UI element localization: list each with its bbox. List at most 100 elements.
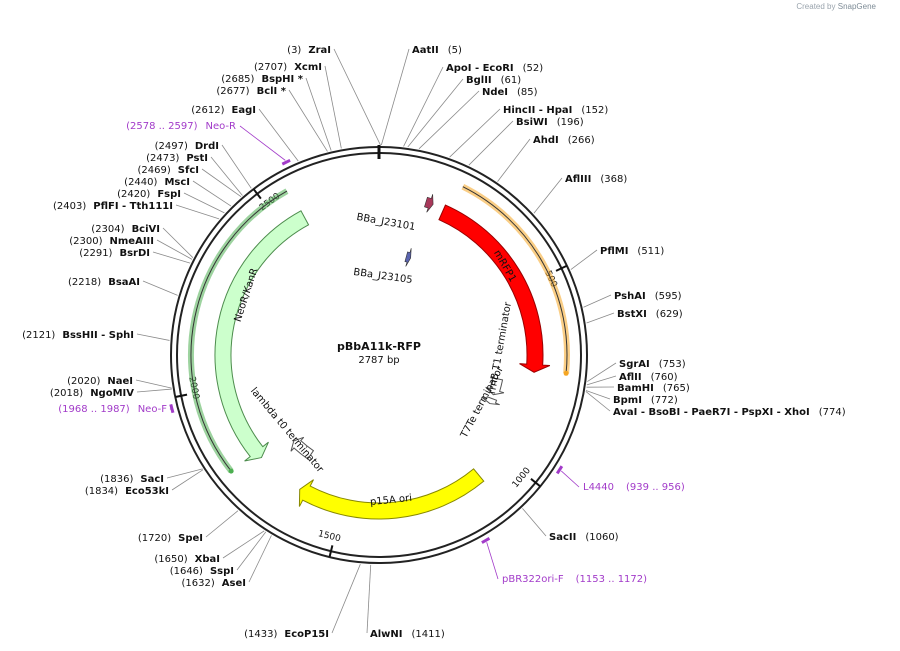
site-name: NdeI: [482, 87, 508, 98]
restriction-site[interactable]: SgrAI(753): [619, 359, 686, 370]
restriction-site[interactable]: AseI(1632): [182, 578, 246, 589]
restriction-site[interactable]: AhdI(266): [533, 135, 595, 146]
restriction-site[interactable]: BamHI(765): [617, 383, 690, 394]
site-name: AhdI: [533, 135, 559, 146]
site-position: (1433): [244, 629, 277, 640]
restriction-site[interactable]: SacII(1060): [549, 532, 619, 543]
primer-marks: Neo-R(2578 .. 2597)Neo-F(1968 .. 1987)L4…: [58, 121, 685, 585]
restriction-site[interactable]: NgoMIV(2018): [50, 388, 134, 399]
restriction-site[interactable]: XbaI(1650): [154, 554, 220, 565]
site-position: (3): [287, 45, 301, 56]
site-position: (772): [651, 395, 678, 406]
restriction-site[interactable]: BssHII - SphI(2121): [22, 330, 134, 341]
site-position: (753): [659, 359, 686, 370]
site-position: (1836): [100, 474, 133, 485]
bba-j23101-arrow[interactable]: [424, 194, 434, 213]
neo-f-primer-range: (1968 .. 1987): [58, 404, 130, 415]
restriction-site[interactable]: BsaAI(2218): [68, 277, 140, 288]
restriction-site[interactable]: PstI(2473): [146, 153, 208, 164]
site-position: (2685): [221, 74, 254, 85]
l4440-primer-range: (939 .. 956): [626, 482, 685, 493]
t7te-arrow[interactable]: [481, 396, 500, 406]
site-leader: [585, 391, 611, 412]
restriction-site[interactable]: NmeAIII(2300): [69, 236, 154, 247]
site-leader: [248, 535, 272, 583]
restriction-site[interactable]: NdeI(85): [482, 87, 538, 98]
restriction-site[interactable]: XcmI(2707): [254, 62, 322, 73]
site-leader: [497, 138, 531, 182]
site-leader: [380, 48, 410, 146]
site-name: SacI: [140, 474, 164, 485]
restriction-site[interactable]: BclI *(2677): [216, 86, 286, 97]
restriction-site[interactable]: NaeI(2020): [67, 376, 133, 387]
restriction-site[interactable]: ZraI(3): [287, 45, 331, 56]
restriction-site[interactable]: BpmI(772): [613, 395, 678, 406]
site-position: (1834): [85, 486, 118, 497]
site-name: SfcI: [178, 165, 199, 176]
restriction-site[interactable]: AatII (5): [412, 45, 462, 56]
neor-kanr-arrow[interactable]: [214, 210, 310, 462]
site-position: (196): [557, 117, 584, 128]
restriction-site[interactable]: AflIII(368): [565, 174, 627, 185]
site-leader: [403, 66, 444, 147]
restriction-site[interactable]: BciVI(2304): [91, 224, 160, 235]
mrfp1-arrow[interactable]: [438, 204, 551, 373]
orf-outer-green-orf-end: [228, 468, 234, 474]
site-name: SspI: [210, 566, 234, 577]
restriction-site[interactable]: SspI(1646): [170, 566, 234, 577]
restriction-site[interactable]: DrdI(2497): [155, 141, 219, 152]
restriction-site[interactable]: BsrDI(2291): [79, 248, 150, 259]
site-name: BsiWI: [516, 117, 548, 128]
site-leader: [210, 156, 243, 196]
restriction-site[interactable]: PshAI(595): [614, 291, 682, 302]
site-leader: [236, 531, 267, 571]
site-position: (2403): [53, 201, 86, 212]
restriction-site[interactable]: PflFI - Tth111I(2403): [53, 201, 173, 212]
restriction-site[interactable]: SpeI(1720): [138, 533, 203, 544]
restriction-site[interactable]: MscI(2440): [124, 177, 190, 188]
lambda-t0-arrow[interactable]: [290, 436, 315, 460]
bba-j23105-label: BBa_J23105: [353, 267, 414, 286]
site-leader: [171, 469, 204, 491]
orf-outer-green-orf-line: [190, 190, 288, 472]
restriction-site[interactable]: AvaI - BsoBI - PaeR7I - PspXI - XhoI(774…: [613, 407, 846, 418]
site-leader: [205, 510, 239, 538]
site-name: XcmI: [294, 62, 322, 73]
pbr322ori-f-primer-range: (1153 .. 1172): [576, 574, 648, 585]
restriction-site[interactable]: SfcI(2469): [138, 165, 199, 176]
site-position: (2121): [22, 330, 55, 341]
p15a-ori-arrow[interactable]: [298, 468, 485, 520]
pbr322ori-f-primer-mark[interactable]: [481, 537, 491, 544]
site-position: (2304): [91, 224, 124, 235]
restriction-site[interactable]: PflMI(511): [600, 246, 664, 257]
neo-f-primer-mark[interactable]: [169, 403, 175, 414]
site-position: (5): [448, 45, 462, 56]
rrnb-t1-arrow[interactable]: [485, 377, 505, 396]
restriction-site[interactable]: HincII - HpaI(152): [503, 105, 608, 116]
neo-r-primer-mark[interactable]: [281, 158, 291, 166]
bba-j23105-arrow[interactable]: [404, 248, 412, 267]
site-labels: ZraI(3) AatII (5) ApoI - EcoRI(52)BglII(61)…: [22, 45, 846, 640]
restriction-site[interactable]: ApoI - EcoRI(52): [446, 63, 543, 74]
restriction-site[interactable]: AflII(760): [619, 372, 678, 383]
site-name: AflII: [619, 372, 642, 383]
restriction-site[interactable]: FspI(2420): [117, 189, 181, 200]
site-leader: [583, 294, 612, 308]
restriction-site[interactable]: EcoP15I(1433): [244, 629, 329, 640]
restriction-site[interactable]: AlwNI(1411): [370, 629, 445, 640]
site-leader: [366, 564, 372, 634]
l4440-primer-mark[interactable]: [555, 465, 564, 475]
site-leader: [221, 144, 252, 189]
restriction-site[interactable]: BstXI(629): [617, 309, 683, 320]
l4440-primer-name: L4440: [583, 482, 614, 493]
restriction-site[interactable]: BspHI *(2685): [221, 74, 304, 85]
restriction-site[interactable]: EagI(2612): [191, 105, 256, 116]
restriction-site[interactable]: BglII(61): [466, 75, 521, 86]
site-leader: [152, 251, 191, 264]
orf-outer-orange-orf-end: [563, 370, 569, 376]
site-name: AatII: [412, 45, 439, 56]
restriction-site[interactable]: SacI (1836): [100, 474, 164, 485]
restriction-site[interactable]: Eco53kI(1834): [85, 486, 169, 497]
restriction-site[interactable]: BsiWI (196): [516, 117, 584, 128]
